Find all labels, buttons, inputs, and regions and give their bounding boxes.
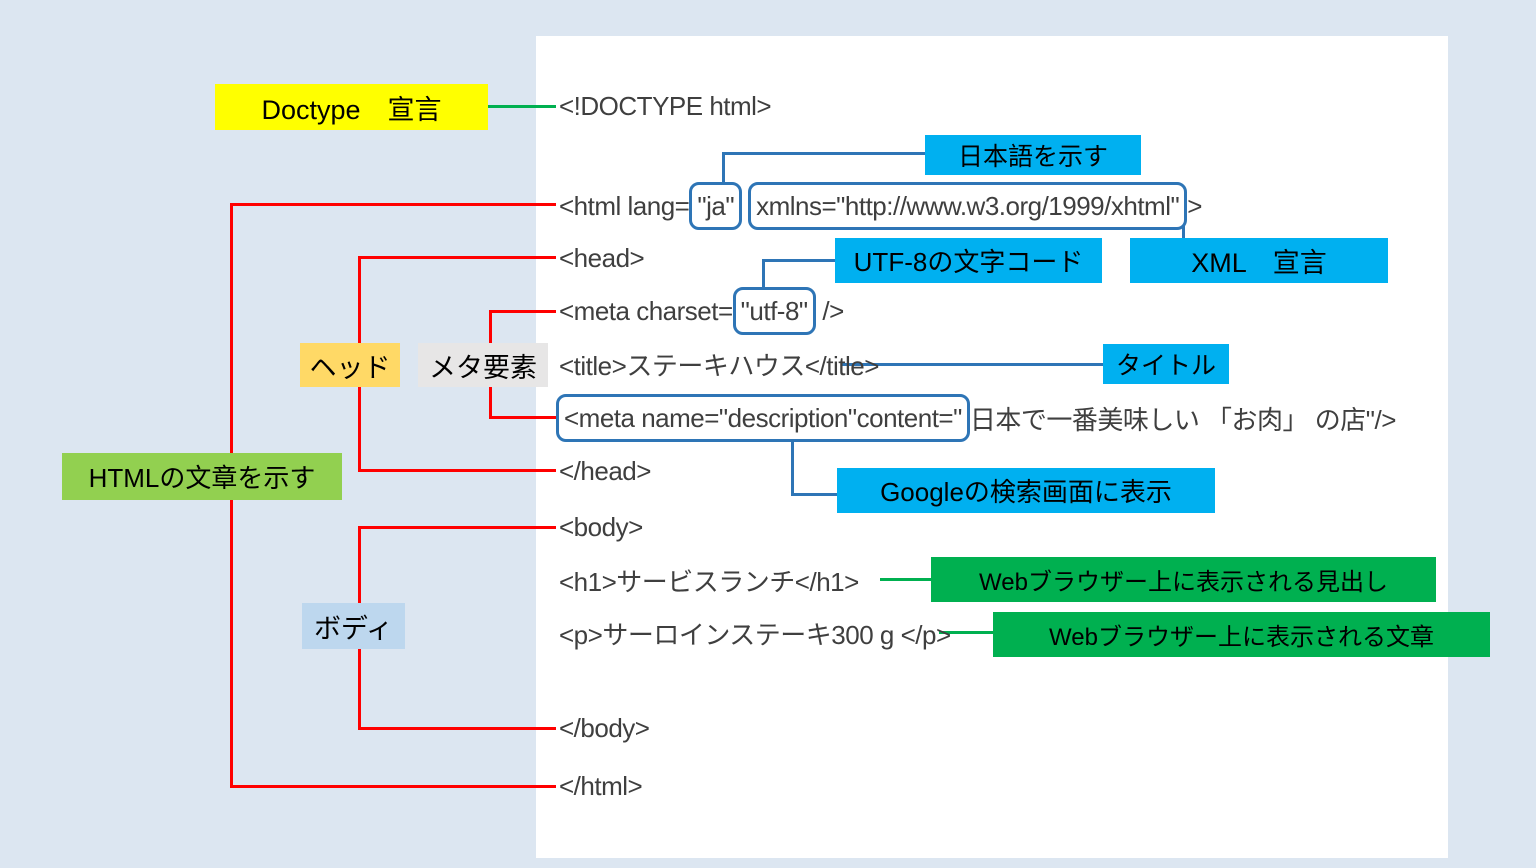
head-section-label: ヘッド: [300, 343, 400, 387]
blue-connector-ja-horizontal: [722, 152, 925, 155]
code-html-xmlns: xmlns="http://www.w3.org/1999/xhtml": [756, 190, 1180, 221]
code-meta-charset-post: />: [815, 295, 844, 326]
code-meta-charset-val: "utf-8": [740, 295, 808, 326]
code-line-html-close: </html>: [559, 762, 643, 810]
code-html-ja: "ja": [697, 190, 735, 221]
code-p-line: <p>サーロインステーキ300 g </p>: [559, 619, 951, 650]
code-meta-desc-rest: 日本で一番美味しい 「お肉」 の店"/>: [969, 404, 1397, 435]
code-meta-charset-pre: <meta charset=: [559, 295, 733, 326]
title-label: タイトル: [1103, 344, 1229, 384]
doctype-declaration-label: Doctype 宣言: [215, 84, 488, 130]
blue-connector-utf8-horizontal: [762, 259, 837, 262]
code-line-doctype: <!DOCTYPE html>: [559, 82, 772, 130]
code-h1-line: <h1>サービスランチ</h1>: [559, 566, 859, 597]
code-line-p: <p>サーロインステーキ300 g </p>: [559, 609, 951, 657]
red-connector-body-bottom: [358, 727, 556, 730]
red-connector-html-top: [230, 203, 556, 206]
code-line-body-close: </body>: [559, 704, 650, 752]
meta-element-label: メタ要素: [418, 343, 548, 387]
green-connector-doctype: [488, 105, 556, 108]
code-line-meta-charset: <meta charset="utf-8" />: [559, 287, 844, 335]
html-document-label: HTMLの文章を示す: [62, 453, 342, 500]
code-doctype-text: <!DOCTYPE html>: [559, 90, 772, 121]
xmlns-attribute-box: xmlns="http://www.w3.org/1999/xhtml": [748, 182, 1188, 230]
code-title-line: <title>ステーキハウス</title>: [559, 350, 879, 381]
blue-connector-ja-vertical: [722, 152, 725, 183]
xml-declaration-label: XML 宣言: [1130, 238, 1388, 283]
code-line-html-open: <html lang="ja" xmlns="http://www.w3.org/…: [559, 182, 1202, 230]
code-line-title: <title>ステーキハウス</title>: [559, 340, 879, 388]
code-line-meta-description: <meta name="description"content="日本で一番美味…: [556, 394, 1396, 442]
blue-connector-title-horizontal: [842, 363, 1103, 366]
browser-heading-label: Webブラウザー上に表示される見出し: [931, 557, 1436, 602]
code-line-head-open: <head>: [559, 234, 645, 282]
utf8-value-box: "utf-8": [732, 287, 816, 335]
red-connector-body-top: [358, 526, 556, 529]
red-connector-html-bottom: [230, 785, 556, 788]
body-section-label: ボディ: [302, 603, 405, 649]
red-connector-meta-bottom: [489, 416, 556, 419]
ja-attribute-box: "ja": [689, 182, 743, 230]
code-meta-desc-boxed: <meta name="description"content=": [564, 402, 962, 433]
code-head-close: </head>: [559, 455, 651, 486]
code-head-open: <head>: [559, 242, 645, 273]
red-connector-head-bottom: [358, 469, 556, 472]
code-line-body-open: <body>: [559, 503, 643, 551]
google-search-label: Googleの検索画面に表示: [837, 468, 1215, 513]
red-connector-meta-top: [489, 310, 556, 313]
code-html-pre: <html lang=: [559, 190, 690, 221]
japanese-lang-label: 日本語を示す: [925, 135, 1141, 175]
code-line-h1: <h1>サービスランチ</h1>: [559, 556, 859, 604]
blue-connector-google-horizontal: [791, 493, 839, 496]
code-line-head-close: </head>: [559, 447, 651, 495]
code-html-close: </html>: [559, 770, 643, 801]
code-body-close: </body>: [559, 712, 650, 743]
green-connector-h1: [880, 578, 931, 581]
browser-text-label: Webブラウザー上に表示される文章: [993, 612, 1490, 657]
red-connector-head-top: [358, 256, 556, 259]
utf8-charset-label: UTF-8の文字コード: [835, 238, 1102, 283]
code-body-open: <body>: [559, 511, 643, 542]
meta-description-box: <meta name="description"content=": [556, 394, 970, 442]
blue-connector-xml-vertical: [1182, 226, 1185, 240]
green-connector-p: [939, 631, 993, 634]
code-html-post: >: [1187, 190, 1202, 221]
blue-connector-utf8-vertical: [762, 259, 765, 291]
blue-connector-google-vertical: [791, 440, 794, 496]
